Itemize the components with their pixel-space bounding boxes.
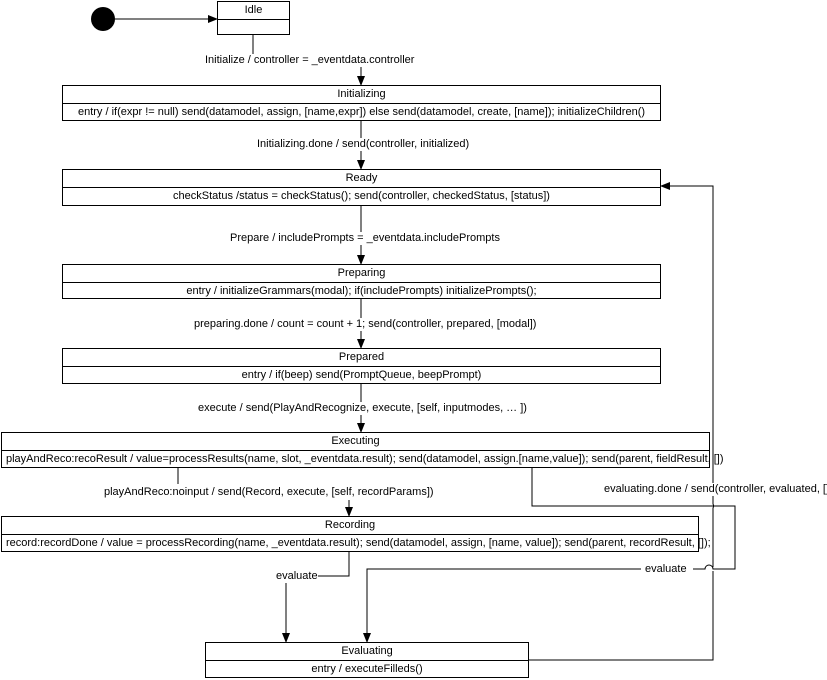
- state-ready: Ready checkStatus /status = checkStatus(…: [62, 169, 661, 206]
- state-executing-action: playAndReco:recoResult / value=processRe…: [6, 453, 724, 465]
- transition-execute-label: execute / send(PlayAndRecognize, execute…: [198, 402, 527, 415]
- state-prepared-action: entry / if(beep) send(PromptQueue, beepP…: [241, 369, 482, 381]
- transition-preparing-done-label: preparing.done / count = count + 1; send…: [194, 318, 537, 331]
- state-evaluating: Evaluating entry / executeFilleds(): [205, 642, 529, 678]
- transition-prepare-label: Prepare / includePrompts = _eventdata.in…: [230, 232, 500, 245]
- transition-initialize-label: Initialize / controller = _eventdata.con…: [205, 54, 415, 67]
- transition-evaluate-recording-label: evaluate: [276, 570, 318, 583]
- state-ready-action: checkStatus /status = checkStatus(); sen…: [173, 190, 550, 202]
- state-ready-name: Ready: [63, 170, 660, 188]
- state-idle-name: Idle: [218, 2, 289, 20]
- state-executing-name: Executing: [2, 433, 709, 451]
- state-initializing-name: Initializing: [63, 86, 660, 104]
- initial-state-dot: [91, 7, 115, 31]
- state-initializing: Initializing entry / if(expr != null) se…: [62, 85, 661, 121]
- transition-initializing-done-label: Initializing.done / send(controller, ini…: [257, 138, 470, 151]
- state-preparing: Preparing entry / initializeGrammars(mod…: [62, 264, 661, 299]
- state-idle: Idle: [217, 1, 290, 35]
- transition-noinput-line: [177, 467, 349, 516]
- state-prepared: Prepared entry / if(beep) send(PromptQue…: [62, 348, 661, 384]
- transition-evaluating-done-line: [529, 186, 715, 661]
- state-initializing-action: entry / if(expr != null) send(datamodel,…: [77, 106, 646, 118]
- transition-evaluate-executing-label: evaluate: [645, 563, 687, 576]
- transition-noinput-label: playAndReco:noinput / send(Record, execu…: [104, 486, 434, 499]
- transition-initialize-line: [252, 35, 361, 85]
- state-prepared-name: Prepared: [63, 349, 660, 367]
- state-executing: Executing playAndReco:recoResult / value…: [1, 432, 724, 468]
- transition-evaluating-done-label: evaluating.done / send(controller, evalu…: [604, 483, 827, 496]
- state-recording-action: record:recordDone / value = processRecor…: [6, 537, 711, 549]
- transition-evaluate-recording-line: [286, 551, 350, 642]
- state-evaluating-name: Evaluating: [206, 643, 528, 661]
- state-recording-name: Recording: [2, 517, 698, 535]
- state-preparing-name: Preparing: [63, 265, 660, 283]
- state-evaluating-action: entry / executeFilleds(): [311, 663, 423, 675]
- transition-evaluate-executing-line: [367, 467, 736, 642]
- state-recording: Recording record:recordDone / value = pr…: [1, 516, 711, 552]
- state-preparing-action: entry / initializeGrammars(modal); if(in…: [186, 285, 537, 297]
